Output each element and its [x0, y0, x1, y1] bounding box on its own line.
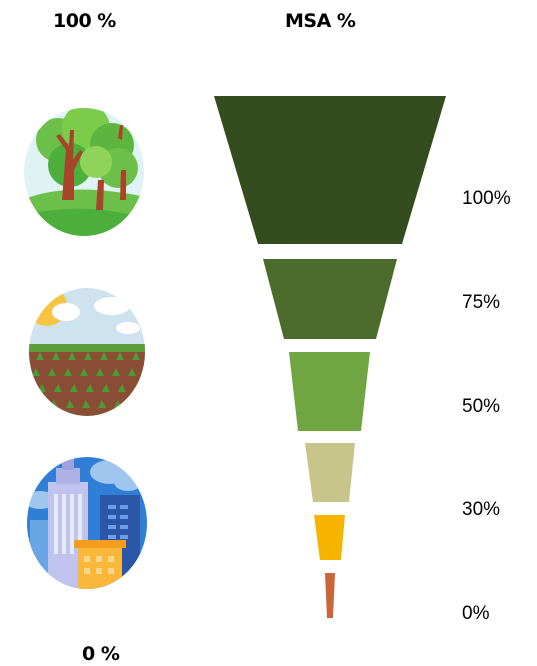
funnel-level-30	[305, 443, 355, 502]
funnel-level-0	[325, 573, 335, 618]
funnel-level-100	[214, 96, 446, 244]
top-left-label: 100 %	[53, 10, 116, 32]
label-30-percent: 30%	[462, 499, 501, 520]
forest-icon	[24, 108, 144, 236]
funnel-level-10	[314, 515, 345, 560]
msa-header: MSA %	[285, 10, 356, 32]
city-icon	[27, 457, 147, 589]
farmland-icon	[29, 288, 145, 416]
label-50-percent: 50%	[462, 396, 501, 417]
label-75-percent: 75%	[462, 292, 501, 313]
label-100-percent: 100%	[462, 188, 511, 209]
funnel-level-75	[263, 259, 397, 339]
funnel-level-50	[289, 352, 370, 431]
label-0-percent: 0%	[462, 603, 490, 624]
bottom-left-label: 0 %	[82, 643, 120, 665]
